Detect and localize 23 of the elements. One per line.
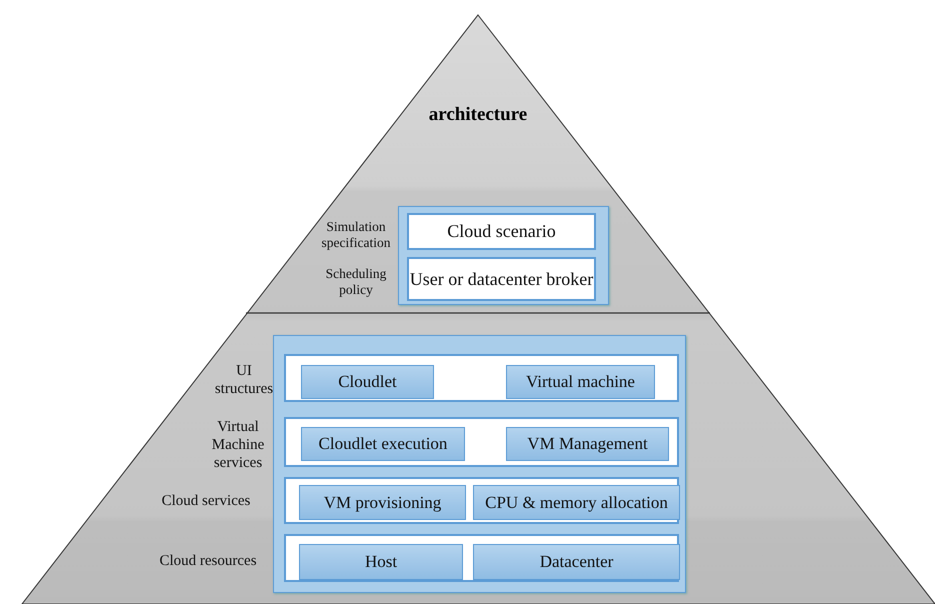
row-panel <box>284 477 679 524</box>
pyramid-title: architecture <box>428 104 528 126</box>
layer-label: Cloud services <box>160 492 252 511</box>
layer-label: UI structures <box>214 362 274 399</box>
row-panel <box>284 354 679 402</box>
component-box: Virtual machine <box>506 365 655 399</box>
component-box: User or datacenter broker <box>407 257 596 301</box>
layer-label: Virtual Machine services <box>210 418 266 473</box>
component-box: Cloudlet <box>301 365 434 399</box>
row-panel <box>284 534 679 582</box>
component-box: Cloud scenario <box>407 213 596 250</box>
component-box: Datacenter <box>473 544 680 580</box>
layer-panel <box>398 206 609 305</box>
layer-panel <box>273 335 686 593</box>
component-box: VM Management <box>506 427 669 461</box>
component-box: Host <box>299 544 463 580</box>
component-box: Cloudlet execution <box>301 427 465 461</box>
layer-label: Cloud resources <box>158 552 258 571</box>
component-box: VM provisioning <box>299 485 466 520</box>
layer-label: Scheduling policy <box>324 264 388 299</box>
layer-label: Simulation specification <box>320 218 392 252</box>
component-box: CPU & memory allocation <box>473 485 680 520</box>
row-panel <box>284 417 679 467</box>
